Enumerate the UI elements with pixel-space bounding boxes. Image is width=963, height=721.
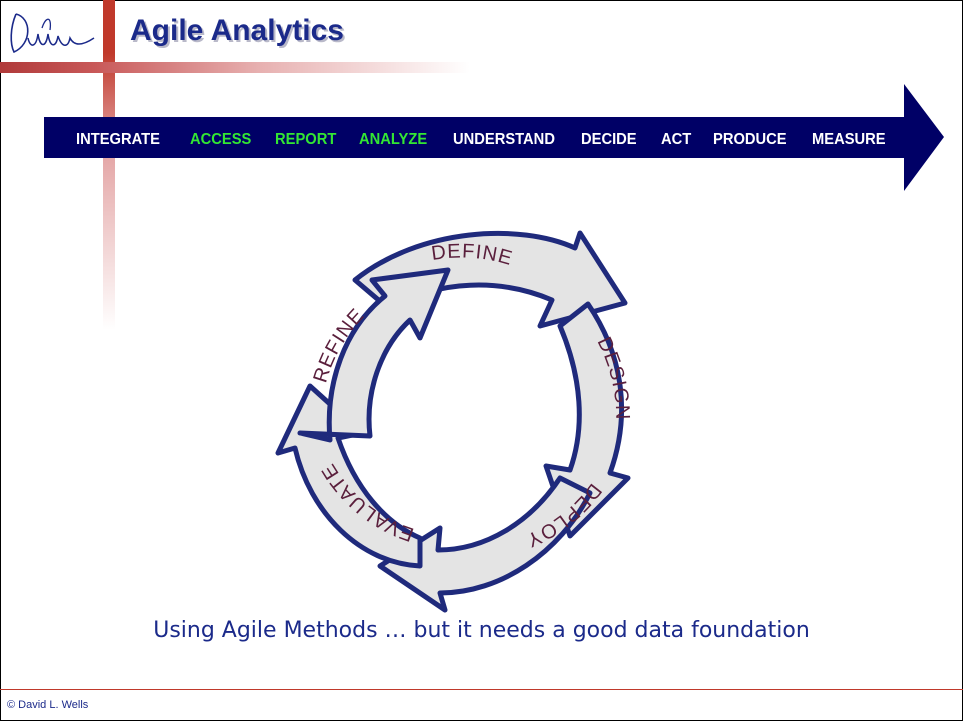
design-arrow [543,301,631,539]
accent-horizontal-bar [0,62,470,73]
slide-caption: Using Agile Methods … but it needs a goo… [153,618,810,643]
process-step-measure: MEASURE [812,131,886,148]
process-step-understand: UNDERSTAND [453,131,555,148]
process-step-access: ACCESS [190,131,252,148]
process-step-act: ACT [661,131,692,148]
process-step-analyze: ANALYZE [359,131,428,148]
process-arrow [44,84,944,191]
process-step-report: REPORT [275,131,337,148]
process-step-decide: DECIDE [581,131,637,148]
agile-cycle-diagram: DEFINE DESIGN DEPLOY EVALUATE REFINE [275,230,632,613]
deploy-arrow [377,475,593,613]
evaluate-arrow [275,383,423,569]
footer-copyright: © David L. Wells [7,699,89,711]
footer-divider [0,689,963,690]
slide-title: Agile Analytics [130,14,344,47]
process-step-produce: PRODUCE [713,131,787,148]
process-step-integrate: INTEGRATE [76,131,160,148]
refine-arrow [297,267,451,443]
accent-vertical-bar [103,0,115,330]
signature-logo-icon [10,13,95,54]
